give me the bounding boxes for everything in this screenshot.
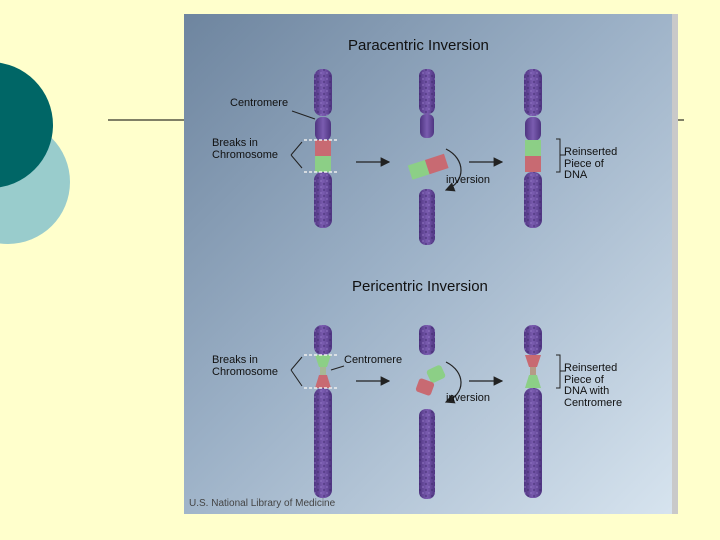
breaks-label: Breaks in Chromosome (212, 138, 278, 161)
centromere-label: Centromere (230, 98, 288, 110)
paracentric-chromosome-result (524, 69, 542, 228)
paracentric-title: Paracentric Inversion (348, 38, 489, 54)
image-credit: U.S. National Library of Medicine (189, 499, 335, 510)
pericentric-chromosome-result (524, 325, 542, 498)
inversion-figure: Paracentric Inversion Centromere Breaks … (184, 14, 678, 514)
figure-graphic (184, 14, 678, 514)
breaks-label: Breaks in Chromosome (212, 355, 278, 378)
green-segment (315, 156, 331, 172)
pericentric-title: Pericentric Inversion (352, 279, 488, 295)
figure-right-border (672, 14, 678, 514)
inversion-label: inversion (446, 393, 490, 405)
centromere-label: Centromere (344, 355, 402, 367)
reinserted-label: Reinserted Piece of DNA (564, 147, 617, 182)
reinserted-label: Reinserted Piece of DNA with Centromere (564, 363, 622, 409)
red-segment (315, 140, 331, 156)
inversion-label: inversion (446, 175, 490, 187)
